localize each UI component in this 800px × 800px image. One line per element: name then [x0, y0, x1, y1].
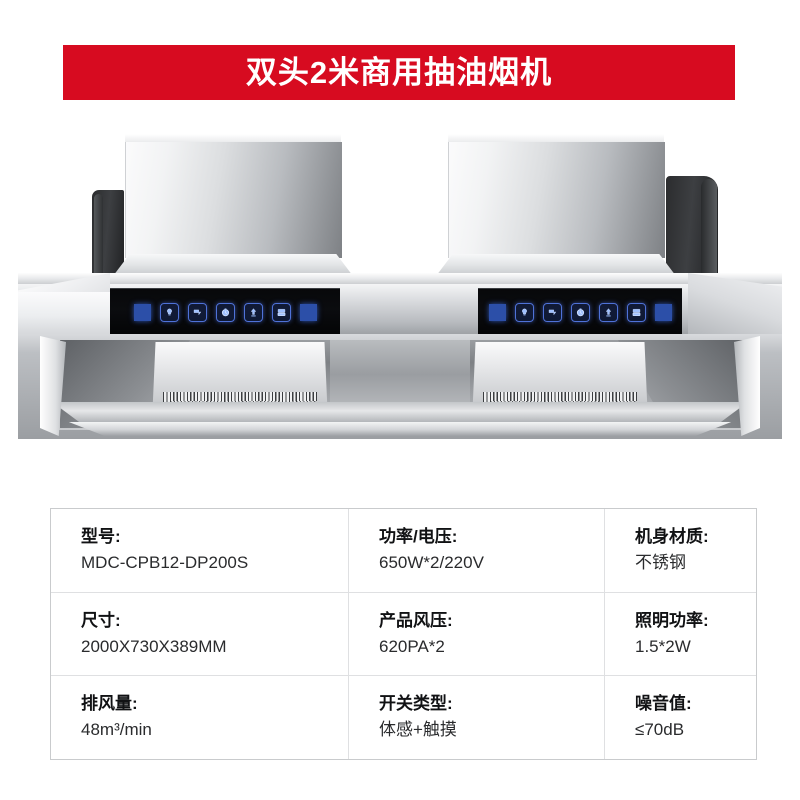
- spec-cell-lighting-power: 照明功率: 1.5*2W: [605, 593, 754, 676]
- spec-cell-switch-type: 开关类型: 体感+触摸: [349, 676, 605, 760]
- indicator-square-icon: [488, 303, 506, 321]
- product-image: [0, 134, 800, 450]
- spec-value: 2000X730X389MM: [81, 636, 227, 656]
- spec-label: 机身材质:: [635, 526, 709, 546]
- table-row: 型号: MDC-CPB12-DP200S 功率/电压: 650W*2/220V …: [51, 509, 756, 593]
- timer-key[interactable]: [570, 302, 590, 322]
- spec-label: 型号:: [81, 526, 121, 546]
- housing-top-right: [448, 134, 664, 144]
- indicator-square-icon: [133, 303, 151, 321]
- indicator-square-icon: [654, 303, 672, 321]
- timer-key[interactable]: [215, 302, 235, 322]
- spec-value: 48m³/min: [81, 720, 152, 740]
- boost-key[interactable]: [243, 302, 263, 322]
- spec-label: 开关类型:: [379, 694, 453, 714]
- spec-label: 排风量:: [81, 694, 138, 714]
- control-panel-right[interactable]: [478, 288, 682, 336]
- spec-cell-model: 型号: MDC-CPB12-DP200S: [51, 509, 349, 592]
- title-banner: 双头2米商用抽油烟机: [63, 45, 735, 100]
- spec-value: 620PA*2: [379, 636, 445, 656]
- housing-top-left: [125, 134, 341, 144]
- spec-cell-air-pressure: 产品风压: 620PA*2: [349, 592, 605, 676]
- spec-cell-power-voltage: 功率/电压: 650W*2/220V: [349, 509, 605, 592]
- light-key[interactable]: [159, 302, 179, 322]
- spec-cell-noise-level: 噪音值: ≤70dB: [605, 676, 754, 759]
- indicator-square-icon: [299, 303, 317, 321]
- hood-bottom-lip: [68, 422, 732, 436]
- spec-label: 尺寸:: [81, 610, 121, 630]
- page-title: 双头2米商用抽油烟机: [245, 55, 553, 90]
- motor-housing-left: [103, 134, 363, 294]
- fan-speed-key[interactable]: [542, 302, 562, 322]
- spec-cell-material: 机身材质: 不锈钢: [605, 509, 754, 592]
- motor-housing-right: [426, 134, 686, 294]
- boost-key[interactable]: [598, 302, 618, 322]
- clean-key[interactable]: [271, 302, 291, 322]
- spec-value: 650W*2/220V: [379, 552, 484, 572]
- clean-key[interactable]: [626, 302, 646, 322]
- spec-value: 不锈钢: [635, 552, 686, 572]
- spec-cell-dimensions: 尺寸: 2000X730X389MM: [51, 592, 349, 676]
- table-row: 尺寸: 2000X730X389MM 产品风压: 620PA*2 照明功率: 1…: [51, 592, 756, 677]
- spec-value: 体感+触摸: [379, 720, 457, 740]
- hood-body-top: [18, 273, 782, 285]
- spec-value: MDC-CPB12-DP200S: [81, 552, 249, 572]
- spec-value: ≤70dB: [635, 720, 685, 740]
- hood-end-cap-left-face: [18, 292, 111, 335]
- spec-value: 1.5*2W: [635, 636, 691, 656]
- hood-skirt-band: [52, 402, 748, 424]
- spec-label: 产品风压:: [379, 610, 453, 630]
- spec-label: 噪音值:: [635, 694, 692, 714]
- control-panel-left[interactable]: [110, 288, 340, 336]
- table-row: 排风量: 48m³/min 开关类型: 体感+触摸 噪音值: ≤70dB: [51, 676, 756, 760]
- fan-speed-key[interactable]: [187, 302, 207, 322]
- light-key[interactable]: [514, 302, 534, 322]
- spec-label: 功率/电压:: [379, 526, 458, 546]
- housing-face-right: [448, 142, 665, 258]
- spec-cell-air-volume: 排风量: 48m³/min: [51, 676, 349, 760]
- housing-face-left: [125, 142, 342, 258]
- spec-label: 照明功率:: [635, 610, 709, 630]
- specification-table: 型号: MDC-CPB12-DP200S 功率/电压: 650W*2/220V …: [50, 508, 757, 760]
